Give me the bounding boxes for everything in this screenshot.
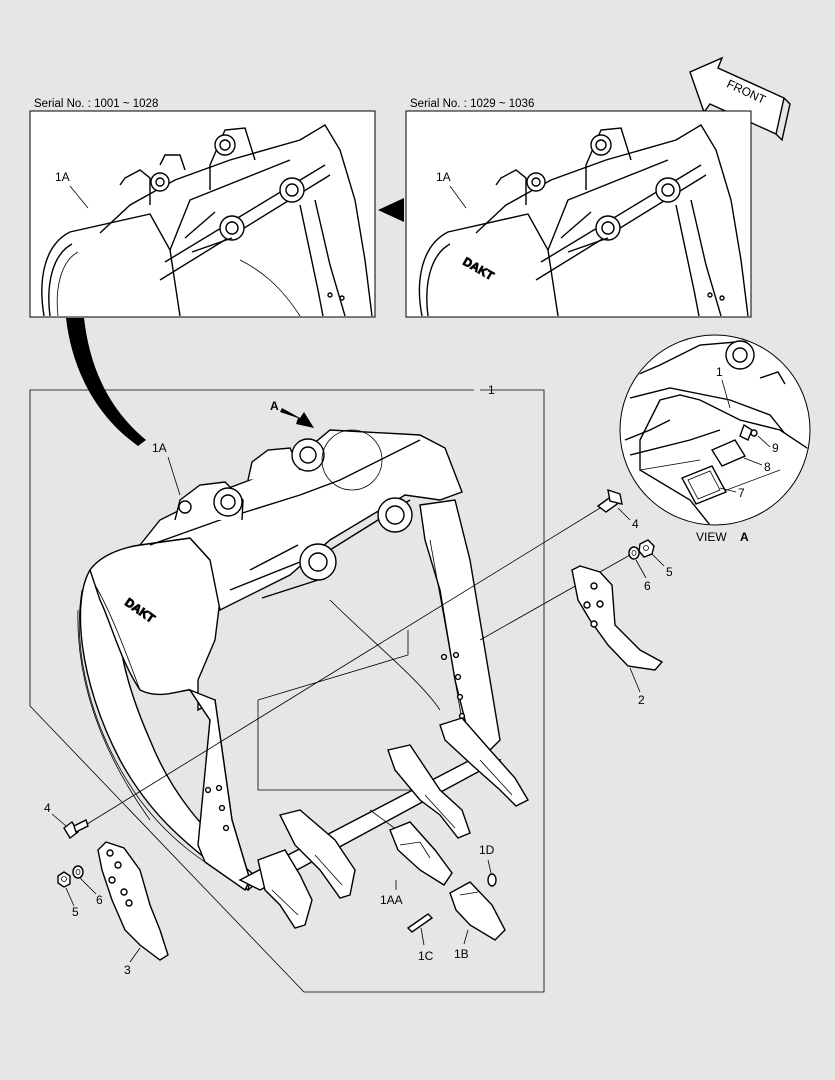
callout-4-left: 4	[44, 801, 51, 815]
assembly-frame: 1	[29, 383, 545, 993]
callout-6-right: 6	[644, 579, 651, 593]
teeth: 1AA 1B 1C 1D	[257, 717, 529, 963]
inset-left: 1A	[29, 110, 376, 318]
curved-pointer-arrow	[66, 318, 146, 446]
side-cutter-right: 2	[571, 565, 664, 707]
nut-right: 5	[638, 539, 673, 579]
lock-1d: 1D	[479, 843, 497, 887]
callout-1c: 1C	[418, 949, 434, 963]
tooth-1	[257, 849, 313, 929]
view-letter: A	[740, 530, 749, 544]
callout-2: 2	[638, 693, 645, 707]
bucket-main: DAKT A 1A	[77, 399, 502, 892]
tooth-2	[278, 809, 356, 899]
callout-view-1: 1	[716, 365, 723, 379]
nut-left: 5	[57, 871, 79, 919]
callout-5-left: 5	[72, 905, 79, 919]
callout-7: 7	[738, 486, 745, 500]
callout-8: 8	[764, 460, 771, 474]
callout-3: 3	[124, 963, 131, 977]
callout-1a-right: 1A	[436, 170, 451, 184]
callout-1d: 1D	[479, 843, 495, 857]
callout-6-left: 6	[96, 893, 103, 907]
washer-left: 6	[72, 865, 103, 907]
callout-assembly: 1	[488, 383, 495, 397]
view-label: VIEW	[696, 530, 727, 544]
tooth-exploded-point: 1B	[449, 881, 506, 961]
pin-1c: 1C	[406, 913, 434, 963]
callout-4-right: 4	[632, 517, 639, 531]
serial-header-left: Serial No. : 1001 ~ 1028	[34, 98, 158, 110]
bolt-left: 4	[44, 801, 89, 840]
right-hardware: 4 6 5 2	[83, 488, 673, 827]
arrow-a-label: A	[270, 399, 279, 413]
callout-1a-left: 1A	[55, 170, 70, 184]
tooth-4	[439, 717, 529, 807]
washer-right: 6	[479, 546, 651, 641]
tooth-exploded-adapter: 1AA	[380, 821, 453, 907]
arrow-a-icon	[280, 408, 314, 428]
serial-header-right: Serial No. : 1029 ~ 1036	[410, 98, 534, 110]
callout-9: 9	[772, 441, 779, 455]
arrow-left-icon	[378, 198, 404, 222]
callout-1aa: 1AA	[380, 893, 403, 907]
view-a-detail: 1 9 8 7 VIEW A	[619, 334, 811, 544]
callout-1a-main: 1A	[152, 441, 167, 455]
callout-1b: 1B	[454, 947, 469, 961]
callout-5-right: 5	[666, 565, 673, 579]
bolt-right: 4	[83, 488, 639, 827]
inset-right: DAKT 1A	[405, 110, 752, 318]
tooth-3	[387, 744, 471, 839]
left-hardware: 4 6 5 3	[44, 801, 169, 977]
side-cutter-left: 3	[97, 841, 169, 977]
